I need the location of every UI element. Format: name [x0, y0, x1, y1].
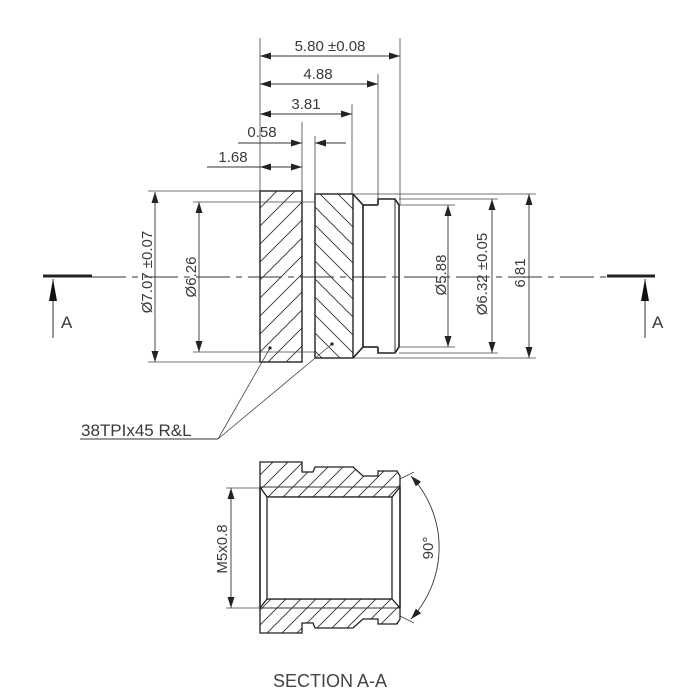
dim-text-dia-7-07: Ø7.07 ±0.07 — [139, 231, 156, 313]
dim-overall-length: 5.80 ±0.08 — [260, 38, 400, 60]
section-bottom-wall — [259, 598, 401, 634]
dim-dia-7-07: Ø7.07 ±0.07 — [139, 192, 159, 362]
section-view: M5x0.8 90° SECTION A-A — [214, 461, 440, 691]
dim-6-81: 6.81 — [512, 194, 533, 358]
dim-text-1-68: 1.68 — [218, 149, 247, 166]
dim-text-4-88: 4.88 — [303, 66, 332, 83]
dim-dia-6-32: Ø6.32 ±0.05 — [474, 199, 496, 353]
extension-lines — [148, 38, 536, 363]
leader-line-2 — [217, 343, 333, 440]
dim-text-0-58: 0.58 — [247, 124, 276, 141]
dim-dia-5-88: Ø5.88 — [433, 205, 452, 347]
dim-0-58: 0.58 — [238, 124, 346, 147]
dim-text-6-81: 6.81 — [512, 258, 529, 287]
dim-1-68: 1.68 — [207, 149, 302, 171]
section-title: SECTION A-A — [273, 671, 387, 691]
collar-outline — [377, 198, 400, 354]
dim-dia-6-26: Ø6.26 — [183, 202, 203, 352]
thread-callout-text: 38TPIx45 R&L — [81, 421, 192, 440]
dim-text-dia-6-32: Ø6.32 ±0.05 — [474, 233, 491, 315]
dim-3-81: 3.81 — [260, 96, 352, 118]
dim-text-dia-6-26: Ø6.26 — [183, 257, 200, 298]
dim-text-dia-5-88: Ø5.88 — [433, 255, 450, 296]
section-label-left: A — [61, 313, 73, 332]
section-marker-right: A — [607, 274, 664, 338]
dim-text-3-81: 3.81 — [291, 96, 320, 113]
top-view: A A — [43, 38, 664, 440]
leader-dot-1 — [268, 346, 272, 350]
dim-chamfer-angle: 90° — [399, 471, 440, 624]
section-bore — [266, 496, 393, 600]
section-label-right: A — [652, 313, 664, 332]
dim-text-internal-thread: M5x0.8 — [214, 524, 231, 573]
first-thread-section — [259, 190, 303, 363]
leader-line-1 — [217, 347, 271, 440]
dim-text-overall-length: 5.80 ±0.08 — [295, 38, 366, 55]
dim-internal-thread: M5x0.8 — [214, 487, 260, 609]
dim-text-chamfer-angle: 90° — [420, 537, 437, 560]
section-marker-left: A — [43, 274, 92, 338]
section-top-wall — [259, 461, 401, 498]
neck-chamfer — [352, 193, 364, 359]
second-thread-section — [314, 193, 354, 359]
thread-callout: 38TPIx45 R&L — [80, 342, 334, 440]
dim-4-88: 4.88 — [260, 66, 378, 88]
leader-dot-2 — [330, 342, 334, 346]
